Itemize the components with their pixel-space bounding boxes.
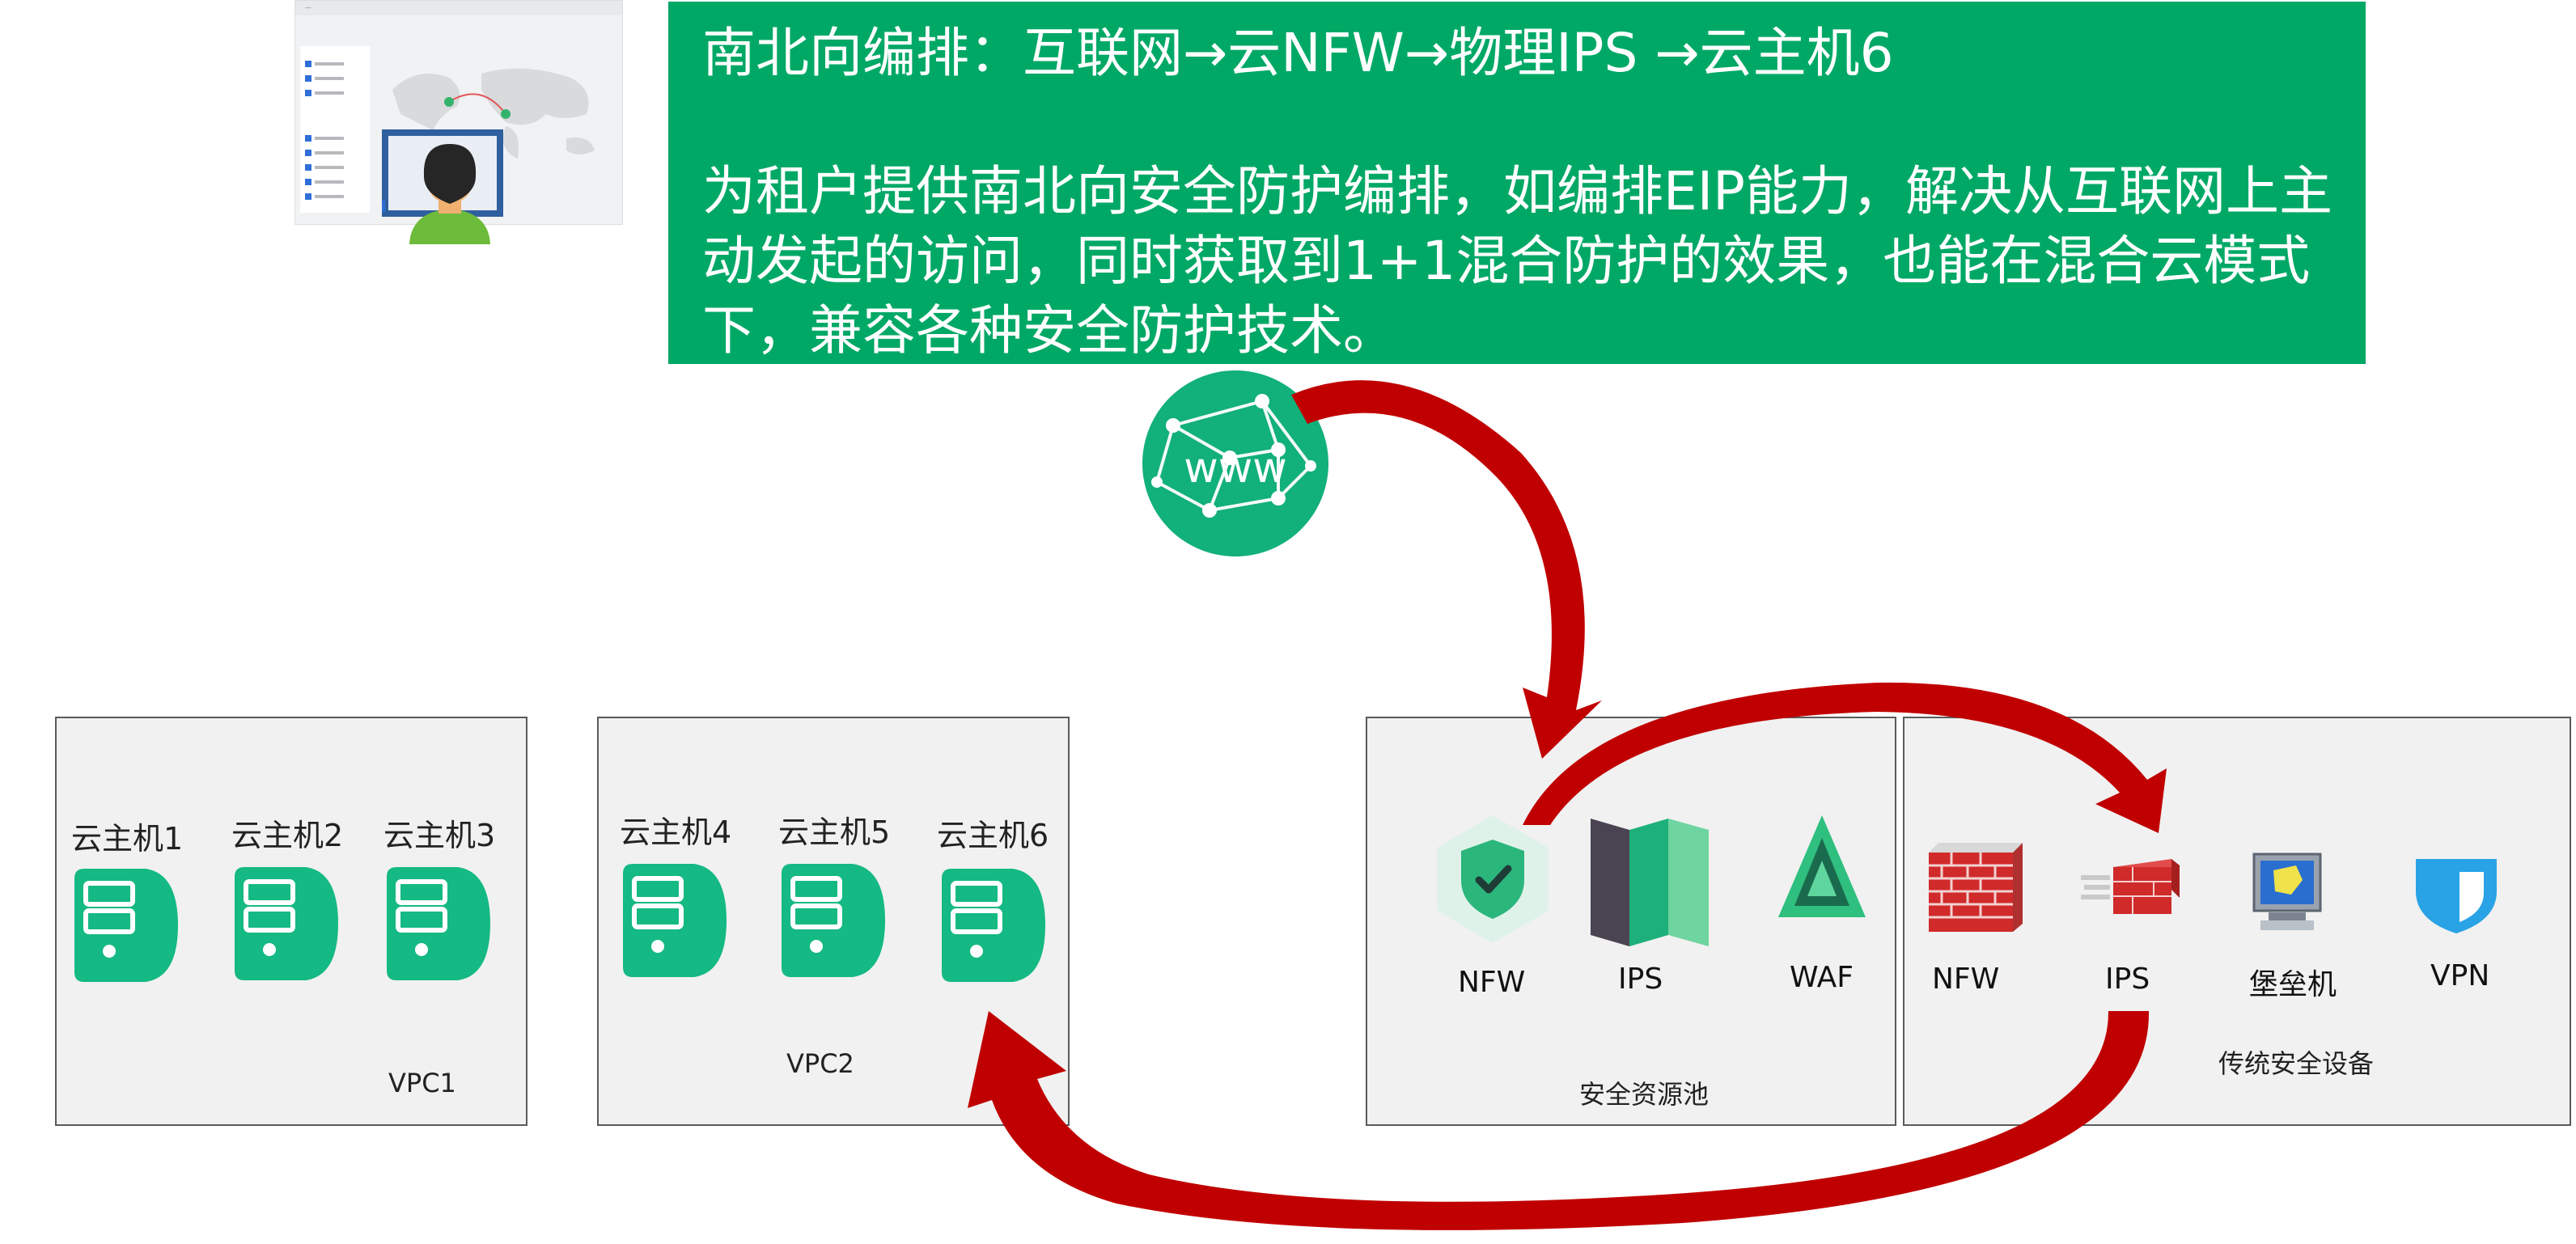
cloud-waf-icon: [1778, 815, 1866, 917]
traditional-caption: 传统安全设备: [2218, 1048, 2375, 1079]
vpc2-caption: VPC2: [786, 1048, 854, 1079]
cloud-server-icon: [623, 864, 727, 977]
firewall-brick-icon: [1929, 843, 2023, 932]
vm-label: 云主机5: [778, 815, 891, 850]
vm-label: 云主机1: [71, 821, 184, 857]
vm-label: 云主机3: [383, 818, 496, 853]
device-label-ips: IPS: [1618, 963, 1663, 996]
banner-description: 为租户提供南北向安全防护编排，如编排EIP能力，解决从互联网上主动发起的访问，同…: [702, 160, 2332, 362]
vm-label: 云主机4: [620, 815, 732, 850]
device-label-ips: IPS: [2105, 963, 2150, 996]
cloud-server-icon: [942, 869, 1045, 982]
header-banner: 南北向编排：互联网→云NFW→物理IPS →云主机6 为租户提供南北向安全防护编…: [668, 2, 2366, 364]
bastion-host-icon: [2252, 853, 2322, 930]
device-label-vpn: VPN: [2430, 959, 2490, 992]
flow-arrow-internet-to-nfw: [1291, 380, 1602, 759]
cloud-nfw-shield-icon: [1437, 815, 1549, 943]
vm-label: 云主机6: [937, 818, 1049, 853]
security-pool-caption: 安全资源池: [1579, 1079, 1710, 1110]
thumbnail-top-bar: —: [295, 1, 622, 15]
vm-label: 云主机2: [231, 818, 344, 853]
vpn-shield-icon: [2416, 859, 2497, 933]
cloud-server-icon: [387, 867, 490, 980]
internet-globe-icon: www: [1142, 370, 1328, 556]
device-label-bastion: 堡垒机: [2249, 968, 2337, 1001]
cloud-server-icon: [235, 867, 338, 980]
cloud-ips-icon: [1591, 819, 1709, 946]
cloud-server-icon: [782, 864, 885, 977]
vpc1-caption: VPC1: [388, 1068, 456, 1098]
globe-www-label: www: [1184, 444, 1287, 493]
device-label-waf: WAF: [1790, 961, 1854, 994]
device-label-nfw: NFW: [1932, 963, 2000, 996]
cloud-server-icon: [74, 869, 178, 982]
device-label-nfw: NFW: [1458, 966, 1526, 999]
user-at-monitor-icon: [382, 129, 503, 244]
banner-title: 南北向编排：互联网→云NFW→物理IPS →云主机6: [702, 22, 1894, 84]
physical-ips-icon: [2081, 859, 2180, 914]
thumbnail-side-panel: [300, 46, 370, 213]
